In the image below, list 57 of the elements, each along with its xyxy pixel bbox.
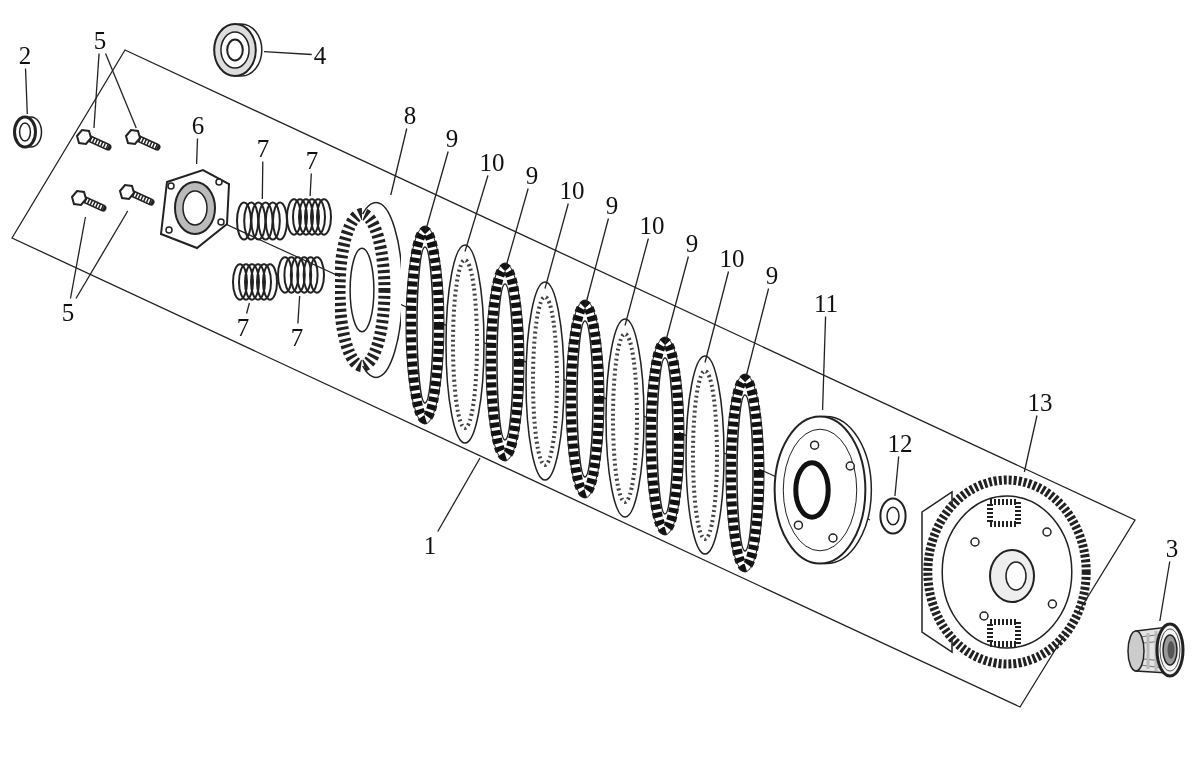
leader-line — [504, 187, 529, 271]
callout-number: 8 — [401, 101, 419, 129]
spring-drawing — [284, 196, 334, 238]
leader-line — [744, 287, 770, 382]
callout-number: 9 — [683, 229, 701, 257]
callout-number: 9 — [763, 261, 781, 289]
spring-drawing — [234, 199, 290, 243]
leader-line — [624, 237, 649, 327]
callout-number: 7 — [288, 323, 306, 351]
callout-number: 4 — [311, 41, 329, 69]
callout-number: 7 — [303, 146, 321, 174]
callout-number: 9 — [603, 191, 621, 219]
leader-line — [24, 67, 28, 115]
callout-number: 12 — [885, 429, 915, 457]
callout-number: 11 — [811, 289, 841, 317]
callout-number: 10 — [637, 211, 667, 239]
leader-line — [544, 202, 569, 290]
callout-number: 10 — [477, 148, 507, 176]
leader-line — [1023, 414, 1038, 473]
leader-line — [195, 137, 199, 165]
leader-line — [1159, 560, 1171, 622]
leader-line — [464, 174, 489, 253]
leader-line — [704, 270, 730, 364]
leader-line — [390, 127, 408, 196]
leader-line — [424, 150, 449, 234]
spring-drawing — [230, 261, 280, 303]
leader-line — [309, 172, 312, 197]
spring-drawing — [275, 254, 327, 296]
callout-number: 5 — [91, 26, 109, 54]
callout-number: 13 — [1025, 388, 1055, 416]
leader-line — [821, 315, 827, 411]
leader-line — [664, 255, 690, 345]
callout-number: 2 — [16, 41, 34, 69]
leader-line — [93, 52, 100, 129]
leader-line — [104, 52, 137, 129]
leader-line — [263, 50, 313, 56]
callout-number: 9 — [523, 161, 541, 189]
leader-line — [245, 302, 251, 315]
bushing-drawing — [13, 114, 43, 150]
leader-line — [297, 295, 301, 325]
bushing-drawing — [1124, 621, 1186, 679]
callout-number: 6 — [189, 111, 207, 139]
bearing-drawing — [212, 21, 264, 79]
leader-line — [75, 210, 129, 300]
leader-line — [894, 455, 900, 497]
callout-number: 1 — [421, 531, 439, 559]
callout-number: 10 — [557, 176, 587, 204]
callout-number: 3 — [1163, 534, 1181, 562]
leader-line — [584, 217, 610, 308]
callout-number: 9 — [443, 124, 461, 152]
leader-line — [261, 160, 264, 200]
callout-number: 7 — [234, 313, 252, 341]
callout-number: 10 — [717, 244, 747, 272]
leader-line — [437, 457, 481, 533]
callout-number: 7 — [254, 134, 272, 162]
callout-number: 5 — [59, 298, 77, 326]
leader-line — [69, 216, 87, 300]
